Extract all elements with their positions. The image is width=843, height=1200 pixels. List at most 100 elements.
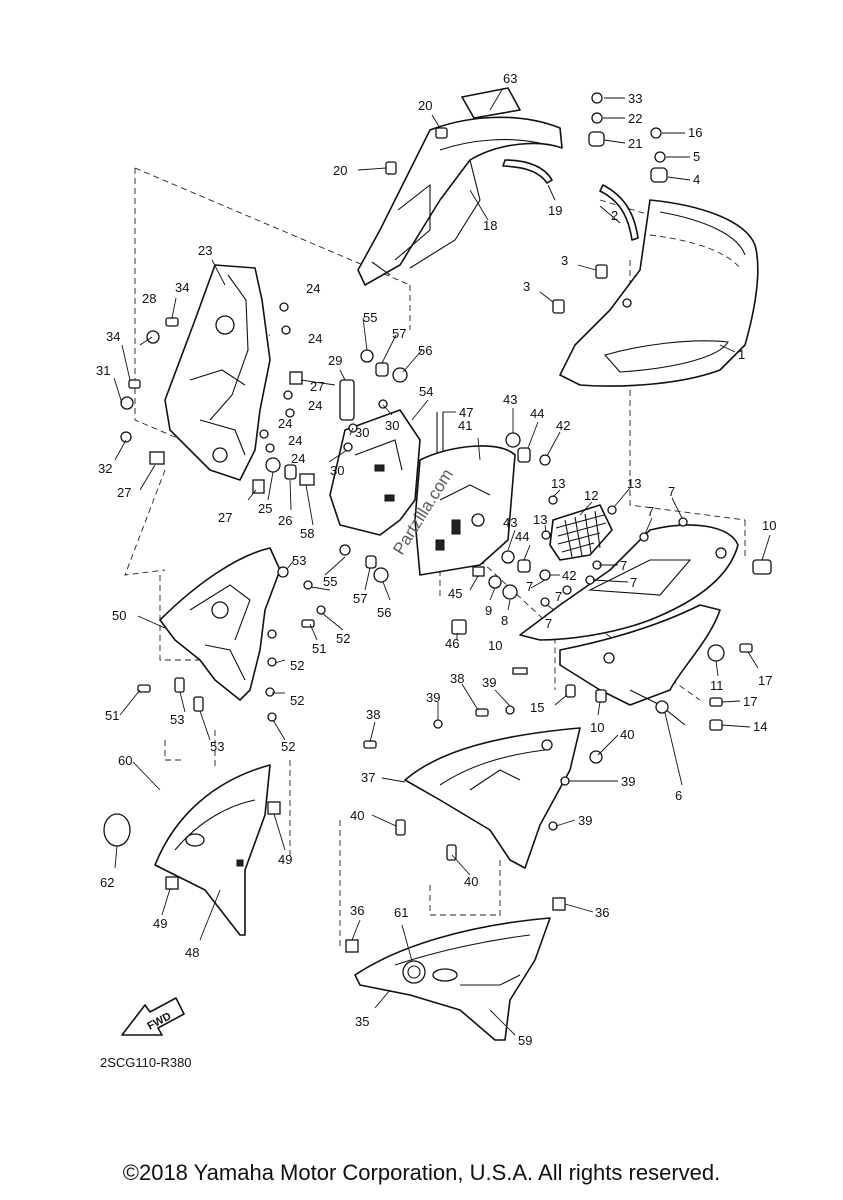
callout-2: 2 (611, 208, 618, 223)
part-19-trim-strip (502, 159, 553, 184)
callout-3: 3 (523, 279, 530, 294)
callout-56: 56 (377, 605, 391, 620)
part-62-cap (103, 813, 131, 847)
part-23-inner-panel (164, 264, 271, 481)
callout-24: 24 (291, 451, 305, 466)
callout-17: 17 (758, 673, 772, 688)
callout-7: 7 (630, 575, 637, 590)
callout-40: 40 (464, 874, 478, 889)
callout-32: 32 (98, 461, 112, 476)
callout-36: 36 (350, 903, 364, 918)
callout-10: 10 (762, 518, 776, 533)
callout-49: 49 (153, 916, 167, 931)
callout-45: 45 (448, 586, 462, 601)
callout-51: 51 (312, 641, 326, 656)
callout-1: 1 (738, 347, 745, 362)
callout-55: 55 (323, 574, 337, 589)
callout-numbers: 63 20 20 33 22 21 16 5 4 19 18 2 3 3 1 2… (96, 71, 776, 1048)
callout-20: 20 (418, 98, 432, 113)
callout-43: 43 (503, 392, 517, 407)
callout-15: 15 (530, 700, 544, 715)
part-18-upper-cowl (357, 116, 563, 286)
callout-5: 5 (693, 149, 700, 164)
part-12-mesh-panel (549, 504, 613, 561)
callout-17: 17 (743, 694, 757, 709)
callout-27: 27 (117, 485, 131, 500)
callout-13: 13 (551, 476, 565, 491)
part-2-trim-strip (599, 184, 639, 241)
callout-63: 63 (503, 71, 517, 86)
callout-22: 22 (628, 111, 642, 126)
callout-62: 62 (100, 875, 114, 890)
callout-4: 4 (693, 172, 700, 187)
callout-38: 38 (450, 671, 464, 686)
callout-34: 34 (106, 329, 120, 344)
callout-19: 19 (548, 203, 562, 218)
callout-20: 20 (333, 163, 347, 178)
part-61-emblem (402, 960, 426, 984)
callout-58: 58 (300, 526, 314, 541)
callout-33: 33 (628, 91, 642, 106)
callout-9: 9 (485, 603, 492, 618)
callout-41: 41 (458, 418, 472, 433)
callout-48: 48 (185, 945, 199, 960)
copyright-notice: ©2018 Yamaha Motor Corporation, U.S.A. A… (122, 1160, 721, 1185)
callout-52: 52 (336, 631, 350, 646)
callout-27: 27 (310, 379, 324, 394)
callout-25: 25 (258, 501, 272, 516)
callout-7: 7 (545, 616, 552, 631)
leader-lines (113, 87, 771, 1036)
part-48-lower-side-panel (154, 764, 271, 936)
callout-47: 47 (459, 405, 473, 420)
callout-7: 7 (668, 484, 675, 499)
callout-13: 13 (533, 512, 547, 527)
callout-24: 24 (308, 331, 322, 346)
callout-36: 36 (595, 905, 609, 920)
callout-55: 55 (363, 310, 377, 325)
callout-44: 44 (515, 529, 529, 544)
callout-52: 52 (281, 739, 295, 754)
callout-12: 12 (584, 488, 598, 503)
part-41-center-bracket (414, 445, 516, 576)
callout-57: 57 (392, 326, 406, 341)
callout-16: 16 (688, 125, 702, 140)
callout-57: 57 (353, 591, 367, 606)
callout-39: 39 (621, 774, 635, 789)
callout-46: 46 (445, 636, 459, 651)
callout-7: 7 (620, 558, 627, 573)
callout-56: 56 (418, 343, 432, 358)
callout-29: 29 (328, 353, 342, 368)
callout-27: 27 (218, 510, 232, 525)
callout-51: 51 (105, 708, 119, 723)
callout-60: 60 (118, 753, 132, 768)
fwd-arrow: FWD (121, 997, 185, 1036)
callout-24: 24 (308, 398, 322, 413)
callout-8: 8 (501, 613, 508, 628)
callout-24: 24 (278, 416, 292, 431)
callout-3: 3 (561, 253, 568, 268)
part-6-side-fairing (519, 524, 739, 726)
callout-53: 53 (292, 553, 306, 568)
callout-54: 54 (419, 384, 433, 399)
callout-42: 42 (556, 418, 570, 433)
part-54-bracket (329, 409, 421, 536)
callout-49: 49 (278, 852, 292, 867)
callout-30: 30 (385, 418, 399, 433)
diagram-code: 2SCG110-R380 (100, 1055, 192, 1070)
callout-14: 14 (753, 719, 767, 734)
callout-31: 31 (96, 363, 110, 378)
callout-13: 13 (627, 476, 641, 491)
callout-53: 53 (170, 712, 184, 727)
callout-40: 40 (350, 808, 364, 823)
callout-40: 40 (620, 727, 634, 742)
callout-39: 39 (482, 675, 496, 690)
callout-18: 18 (483, 218, 497, 233)
part-35-lower-cowl (354, 917, 551, 1041)
callout-7: 7 (647, 504, 654, 519)
callout-24: 24 (306, 281, 320, 296)
callout-42: 42 (562, 568, 576, 583)
part-63-label-sticker (461, 87, 521, 119)
callout-38: 38 (366, 707, 380, 722)
part-37-side-panel (404, 727, 581, 869)
callout-26: 26 (278, 513, 292, 528)
